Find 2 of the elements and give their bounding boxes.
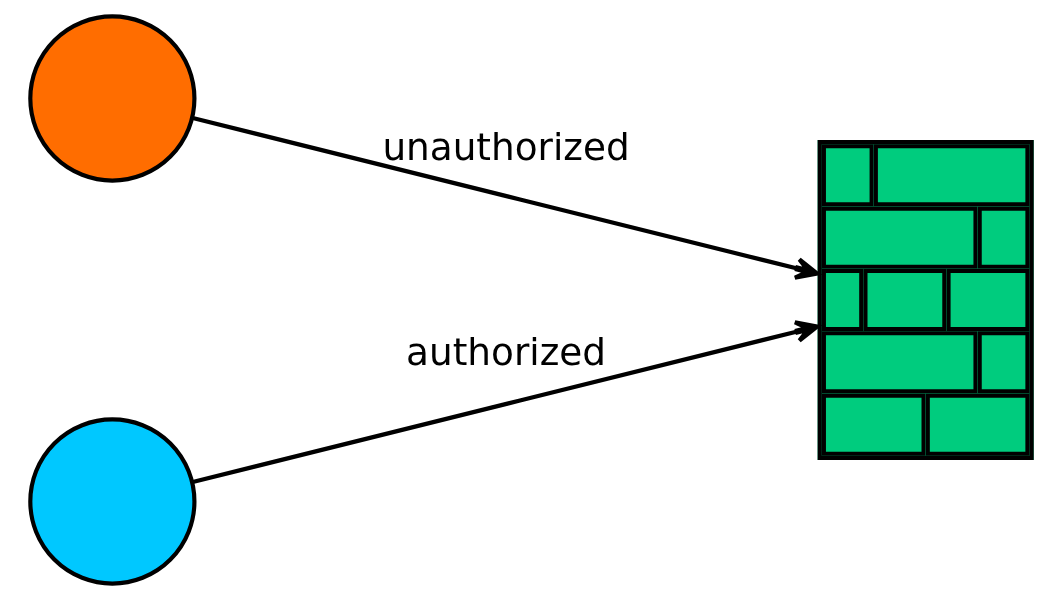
edge-label: unauthorized [382,124,630,169]
edge-label: authorized [406,330,606,375]
